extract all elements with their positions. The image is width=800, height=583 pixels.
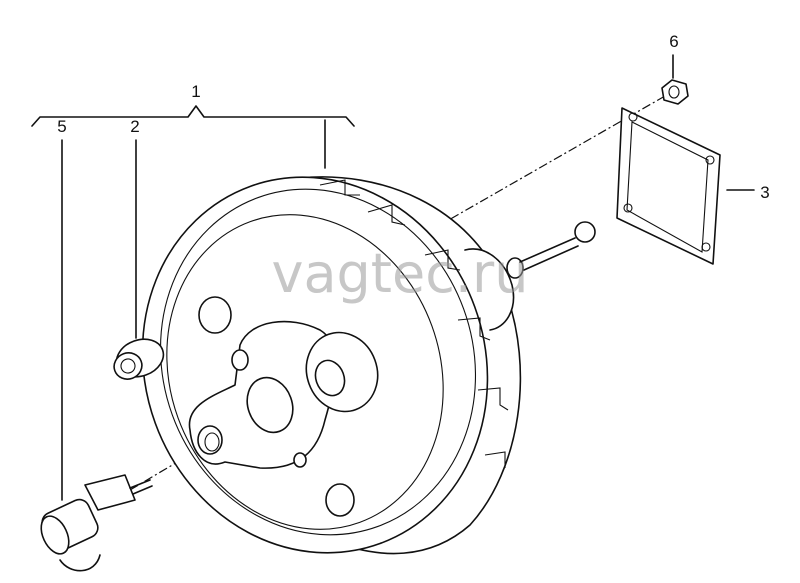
nut[interactable] [661, 79, 689, 105]
brake-booster[interactable] [90, 128, 596, 583]
callout-5[interactable]: 5 [57, 117, 66, 136]
grommet[interactable] [110, 333, 168, 383]
callout-6[interactable]: 6 [669, 32, 678, 51]
callout-2[interactable]: 2 [130, 117, 139, 136]
gasket[interactable] [616, 107, 721, 265]
vacuum-sensor[interactable] [36, 474, 153, 572]
callout-3[interactable]: 3 [760, 183, 769, 202]
callout-1-bracket [31, 105, 355, 127]
watermark: vagtec.ru [271, 242, 528, 305]
rim-ribs [319, 179, 509, 468]
callout-1[interactable]: 1 [191, 82, 200, 101]
axis-line-nut [439, 95, 666, 226]
